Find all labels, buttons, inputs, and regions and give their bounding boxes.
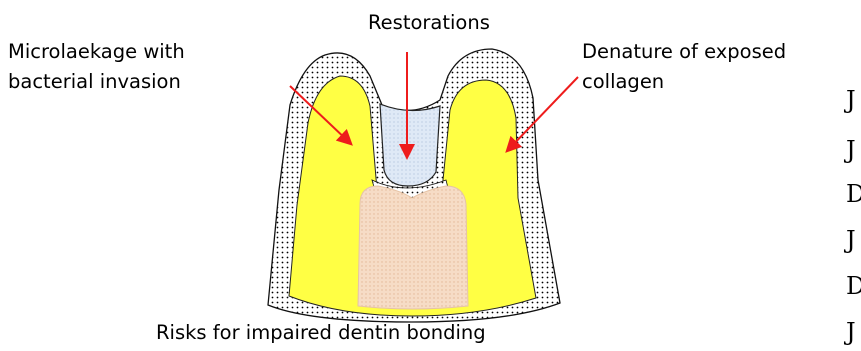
side-letter: J <box>846 136 856 164</box>
side-letter: D <box>846 272 861 300</box>
label-microleakage-line1: Microlaekage with <box>8 37 185 67</box>
label-denature: Denature of exposed collagen <box>582 37 786 97</box>
label-denature-line1: Denature of exposed <box>582 37 786 67</box>
side-letter: J <box>846 318 856 346</box>
label-microleakage: Microlaekage with bacterial invasion <box>8 37 185 97</box>
side-letter: J <box>846 226 856 254</box>
label-microleakage-line2: bacterial invasion <box>8 67 185 97</box>
label-risks: Risks for impaired dentin bonding <box>156 318 486 348</box>
pulp-chamber <box>358 186 468 309</box>
side-letter: D <box>846 180 861 208</box>
label-denature-line2: collagen <box>582 67 786 97</box>
label-restorations: Restorations <box>368 8 490 38</box>
restoration <box>380 104 440 186</box>
side-letter: J <box>846 86 856 114</box>
